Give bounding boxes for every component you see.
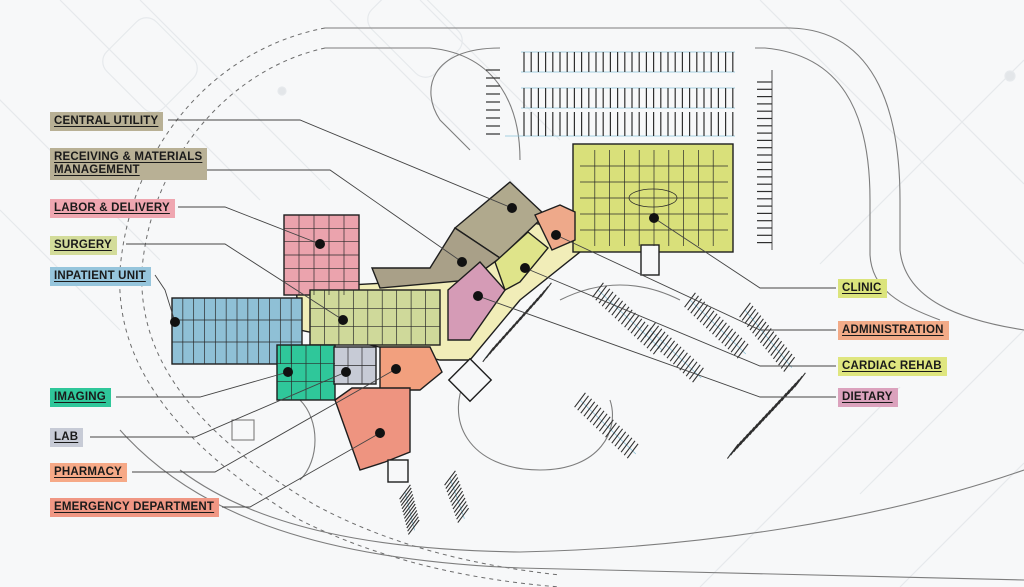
label-lab[interactable]: LAB (50, 428, 84, 447)
label-imaging[interactable]: IMAGING (50, 388, 111, 407)
zone-pharmacy (379, 346, 443, 391)
label-clinic[interactable]: CLINIC (838, 279, 887, 298)
label-dietary[interactable]: DIETARY (838, 388, 898, 407)
label-inpatient-unit[interactable]: INPATIENT UNIT (50, 267, 151, 286)
ed-entrance (387, 459, 409, 483)
hospital-building (171, 143, 734, 483)
label-emergency-department[interactable]: EMERGENCY DEPARTMENT (50, 498, 220, 517)
label-cardiac-rehab[interactable]: CARDIAC REHAB (838, 357, 947, 376)
parking-lot-south (399, 282, 806, 535)
label-surgery[interactable]: SURGERY (50, 236, 117, 255)
room-partitions (172, 150, 728, 400)
parking-lot-east (486, 69, 773, 250)
label-receiving-materials-management[interactable]: RECEIVING & MATERIALS MANAGEMENT (50, 148, 208, 180)
approach-path (119, 27, 561, 587)
zone-surgery (309, 289, 441, 346)
zone-dietary (447, 261, 506, 341)
parking-lot-north (505, 51, 735, 137)
clinic-entrance (640, 244, 660, 276)
zone-markers (170, 203, 659, 438)
roads (119, 27, 1024, 581)
label-central-utility[interactable]: CENTRAL UTILITY (50, 112, 164, 131)
main-entrance (447, 357, 493, 403)
zone-cardiac-rehab (494, 231, 549, 291)
label-administration[interactable]: ADMINISTRATION (838, 321, 949, 340)
label-labor-delivery[interactable]: LABOR & DELIVERY (50, 199, 175, 218)
label-pharmacy[interactable]: PHARMACY (50, 463, 128, 482)
zone-emergency (334, 387, 411, 471)
helipad-marker (231, 419, 255, 441)
leader-lines (90, 119, 836, 508)
